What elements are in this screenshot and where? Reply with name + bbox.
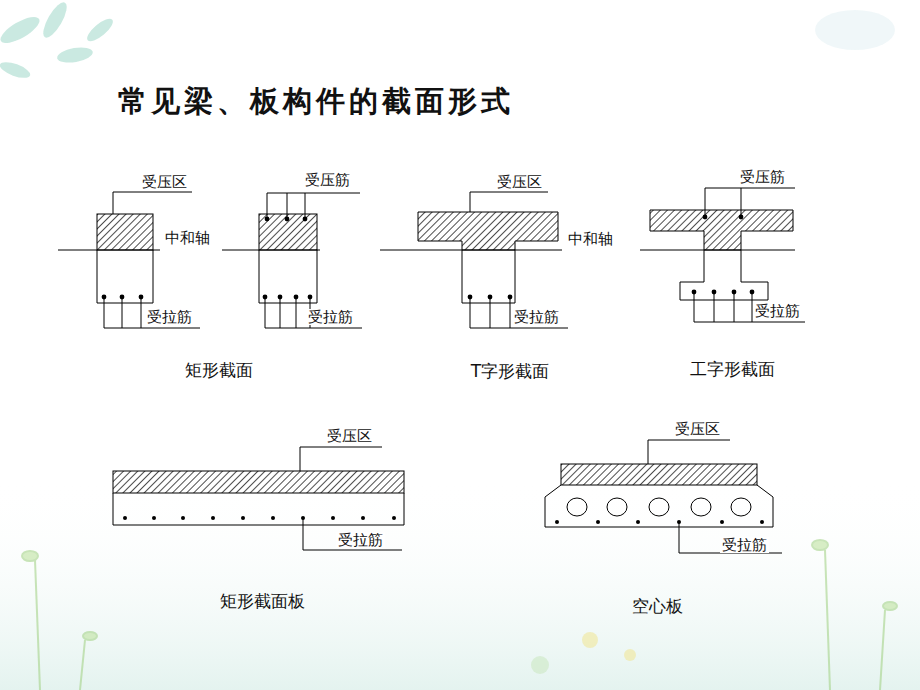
leader-line (113, 192, 192, 214)
section-caption: 矩形截面板 (218, 592, 307, 611)
slab-outline (113, 493, 404, 525)
compression-zone (650, 210, 793, 250)
section-caption: 工字形截面 (688, 360, 777, 379)
compression-zone (561, 464, 757, 485)
leader-line (470, 297, 568, 328)
rebar-dots (102, 215, 764, 524)
callout-label: 受拉筋 (306, 309, 355, 326)
callout-label: 受压区 (495, 174, 544, 191)
leader-line (303, 518, 402, 550)
beam-outline (97, 250, 153, 303)
neutral-axis (640, 250, 795, 251)
background-wash (0, 480, 920, 690)
beam-outline (259, 250, 317, 303)
callout-label: 受压筋 (738, 169, 787, 186)
sprout-decoration (22, 540, 897, 690)
compression-zone (259, 214, 317, 250)
leader-line (267, 193, 360, 219)
compression-zone (97, 214, 153, 250)
leader-line (705, 188, 795, 217)
section-caption: 矩形截面 (183, 361, 255, 380)
leader-line (648, 440, 730, 464)
callout-label: 受拉筋 (753, 303, 802, 320)
callout-label: 中和轴 (163, 230, 212, 247)
callout-label: 中和轴 (566, 231, 615, 248)
compression-zone (418, 212, 558, 250)
beam-outline (462, 250, 515, 303)
callout-label: 受压筋 (303, 172, 352, 189)
section-caption: 空心板 (630, 597, 685, 616)
leader-line (265, 297, 362, 328)
leader-line (470, 192, 548, 212)
callout-label: 受压区 (325, 428, 374, 445)
section-caption: T字形截面 (469, 362, 551, 381)
drawing-lines (58, 188, 805, 553)
compression-zone (113, 471, 404, 493)
callout-label: 受拉筋 (336, 532, 385, 549)
callout-label: 受压区 (673, 421, 722, 438)
leader-line (104, 297, 200, 328)
leader-line (694, 292, 805, 322)
leader-line (679, 522, 782, 553)
callout-label: 受压区 (140, 174, 189, 191)
leader-line (300, 447, 382, 471)
neutral-axis (58, 250, 160, 251)
beam-outline (680, 250, 768, 300)
callout-label: 受拉筋 (720, 537, 769, 554)
slide-title: 常见梁、板构件的截面形式 (118, 82, 514, 122)
slab-outline (545, 485, 773, 527)
neutral-axis (380, 250, 562, 251)
leaf-decoration (0, 0, 895, 81)
callout-label: 受拉筋 (512, 309, 561, 326)
callout-label: 受拉筋 (145, 309, 194, 326)
neutral-axis (222, 250, 320, 251)
